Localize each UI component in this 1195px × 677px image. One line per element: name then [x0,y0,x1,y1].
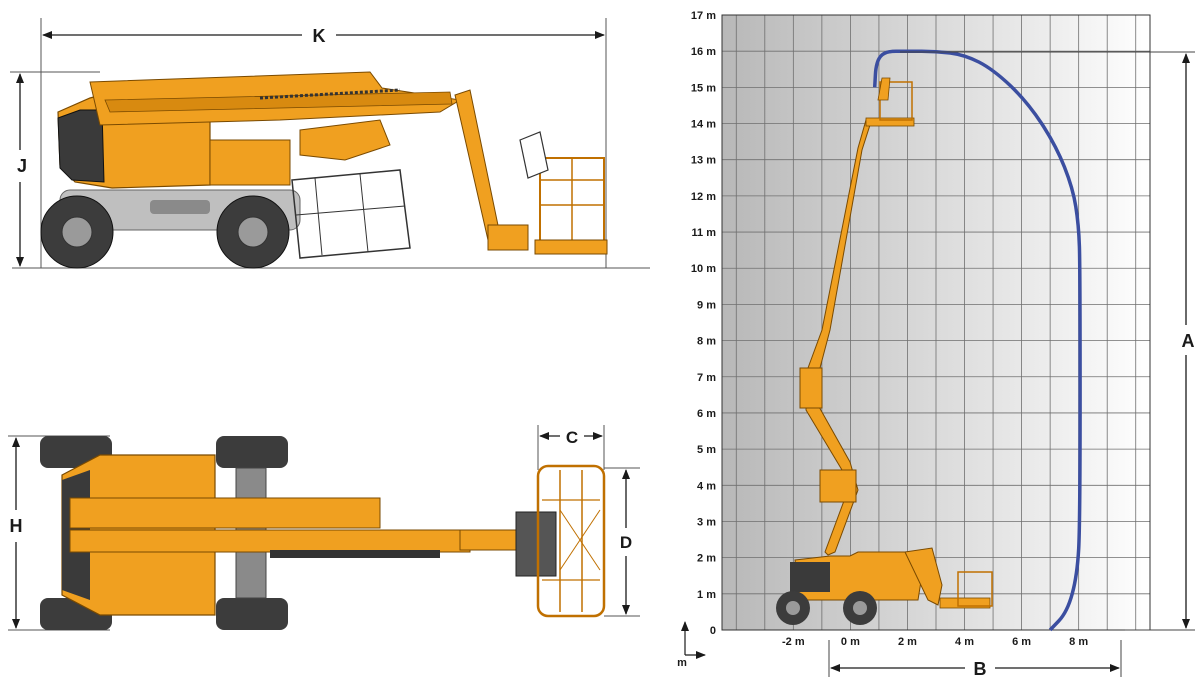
y-tick-label: 4 m [697,480,716,492]
dim-j-label: J [17,156,27,176]
x-tick-label: 4 m [955,636,974,648]
y-tick-label: 2 m [697,553,716,565]
y-tick-label: 10 m [691,263,716,275]
y-tick-labels: 17 m 16 m 15 m 14 m 13 m 12 m 11 m 10 m 9 m 8 m 7 … [691,10,716,637]
machine-extended [776,77,993,625]
y-tick-label: 15 m [691,82,716,94]
y-tick-label: 7 m [697,372,716,384]
x-tick-label: 6 m [1012,636,1031,648]
x-tick-label: 2 m [898,636,917,648]
y-tick-label: 13 m [691,155,716,167]
y-tick-label: 9 m [697,299,716,311]
dim-k-label: K [313,26,326,46]
y-tick-label: 14 m [691,119,716,131]
y-tick-label: 1 m [697,589,716,601]
x-tick-label: 0 m [841,636,860,648]
dim-b-label: B [974,659,987,677]
y-tick-label: 17 m [691,10,716,22]
y-tick-label: 8 m [697,336,716,348]
y-tick-label: 5 m [697,444,716,456]
reach-envelope-line [872,49,1082,632]
axis-unit-label: m [677,657,687,669]
reach-chart: 17 m 16 m 15 m 14 m 13 m 12 m 11 m 10 m 9 m 8 m 7 … [677,10,1195,677]
dim-d-label: D [620,533,632,552]
y-tick-label: 12 m [691,191,716,203]
y-tick-label: 11 m [692,227,717,239]
dim-h-label: H [10,516,23,536]
x-tick-label: -2 m [782,636,805,648]
x-tick-label: 8 m [1069,636,1088,648]
top-view: H C D [8,425,640,631]
y-tick-label: 0 [710,625,716,637]
plot-frame [721,14,1151,631]
side-view: K J [10,18,650,269]
y-tick-label: 3 m [697,516,716,528]
dim-a-label: A [1182,331,1195,351]
x-tick-labels: -2 m 0 m 2 m 4 m 6 m 8 m [782,636,1088,648]
machine-top [40,436,606,630]
y-tick-label: 16 m [691,46,716,58]
machine-side [40,71,608,269]
dim-c-label: C [566,428,578,447]
y-tick-label: 6 m [697,408,716,420]
